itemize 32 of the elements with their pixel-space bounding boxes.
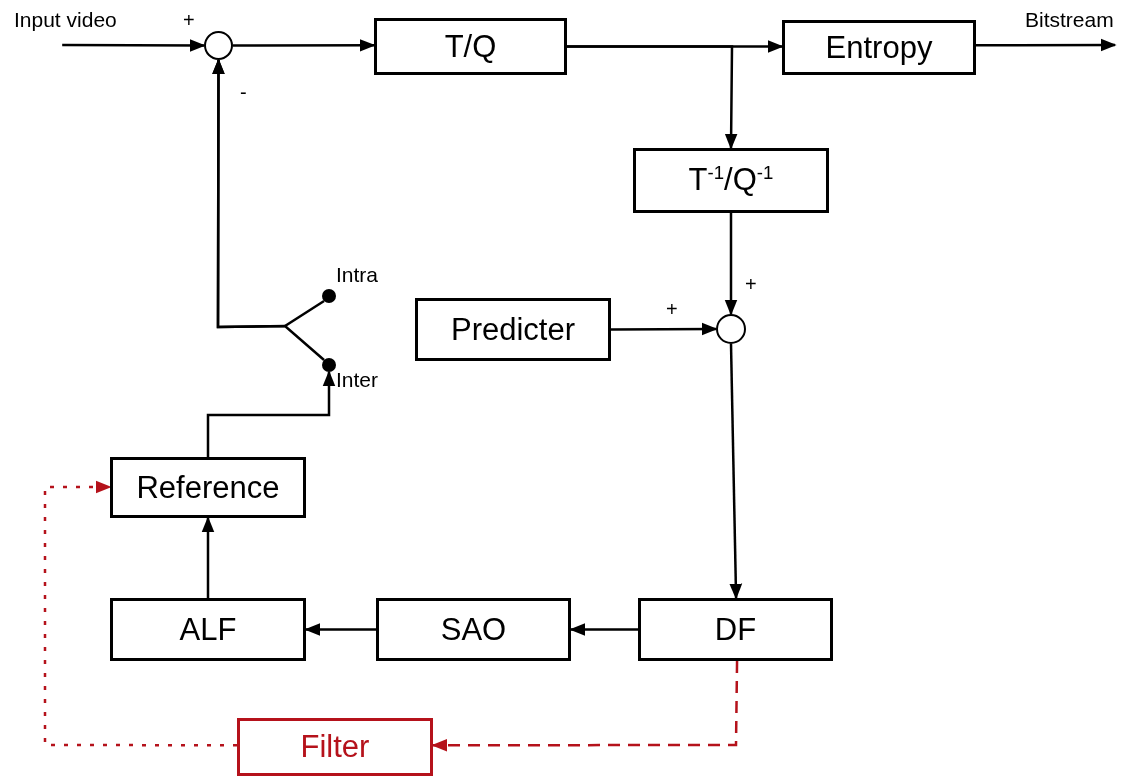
arrow <box>233 38 376 52</box>
arrow <box>611 322 718 336</box>
process-box: T$^{-1}$/Q$^{-1}$ <box>633 148 829 213</box>
process-box: T/Q <box>374 18 567 75</box>
dashed-arrow <box>43 480 237 747</box>
process-box: Entropy <box>782 20 976 75</box>
sign-label: + <box>666 299 678 319</box>
switch-label: Intra <box>336 263 379 287</box>
arrow <box>724 213 738 316</box>
arrow <box>206 370 336 457</box>
sign-label: + <box>745 274 757 294</box>
arrow <box>569 623 638 636</box>
text-label: Input video <box>14 8 160 45</box>
process-box: Filter <box>237 718 433 776</box>
process-box: DF <box>638 598 833 661</box>
text-label: Bitstream <box>1025 8 1145 45</box>
arrow <box>62 39 206 52</box>
process-box: Predicter <box>415 298 611 361</box>
sign-label: + <box>183 10 195 30</box>
process-box: SAO <box>376 598 571 661</box>
summing-junction-circle <box>716 314 746 344</box>
process-box: Reference <box>110 457 306 518</box>
arrow <box>729 343 743 600</box>
process-box: ALF <box>110 598 306 661</box>
arrow <box>976 38 1117 52</box>
sign-label: - <box>240 82 247 102</box>
summing-junction-circle <box>204 31 233 60</box>
arrow <box>201 516 215 598</box>
arrow <box>304 623 376 636</box>
dashed-arrow <box>431 661 739 752</box>
arrow <box>567 45 738 150</box>
switch-label: Inter <box>336 368 379 392</box>
